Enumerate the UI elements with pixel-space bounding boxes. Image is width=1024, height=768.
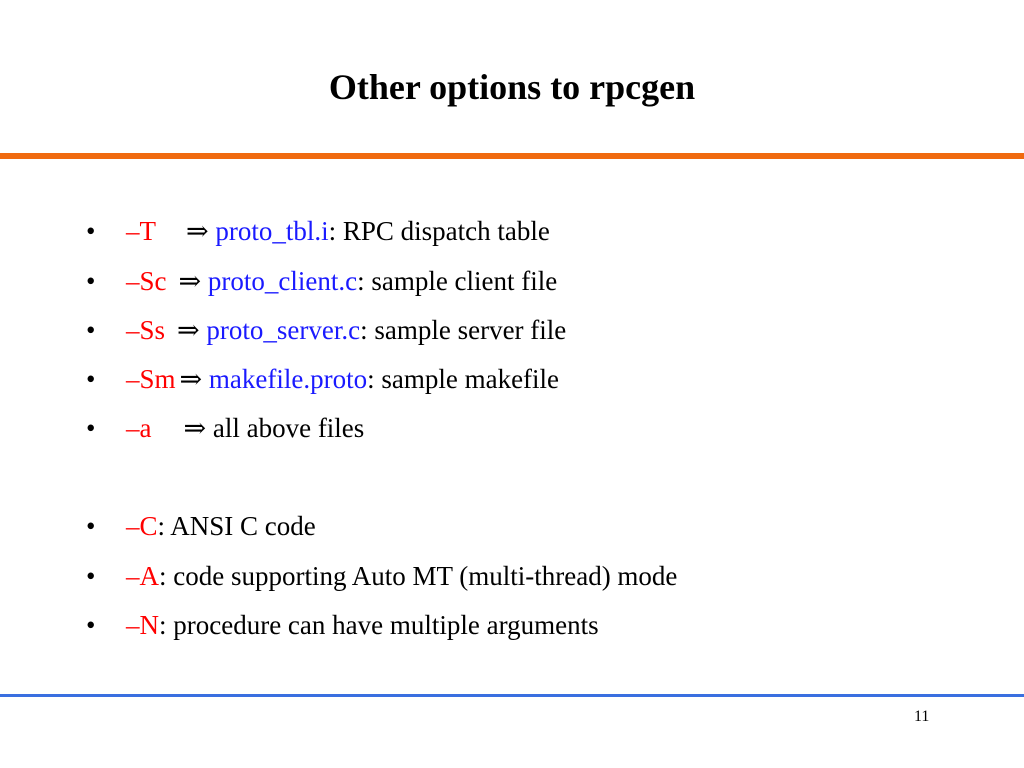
bullet-icon: • <box>86 266 96 296</box>
option-flag: –a <box>126 413 152 443</box>
arrow-icon: ⇒ <box>177 315 200 345</box>
option-description: : procedure can have multiple arguments <box>159 610 599 640</box>
top-divider <box>0 153 1024 159</box>
bullet-icon: • <box>86 216 96 246</box>
option-flag: –C <box>126 511 158 541</box>
arrow-icon: ⇒ <box>179 364 203 394</box>
arrow-icon: ⇒ <box>178 266 202 296</box>
page-number: 11 <box>914 708 930 725</box>
bullet-icon: • <box>86 610 96 640</box>
arrow-icon: ⇒ <box>183 413 207 443</box>
option-flag: –N <box>126 610 159 640</box>
bottom-divider <box>0 694 1024 697</box>
output-filename: makefile.proto <box>208 364 368 394</box>
option-description: : code supporting Auto MT (multi-thread)… <box>159 561 678 591</box>
option-description: : sample server file <box>360 315 567 345</box>
option-description: : sample client file <box>357 266 558 296</box>
option-description: : RPC dispatch table <box>328 216 550 246</box>
option-flag: –T <box>126 216 156 246</box>
output-filename: proto_server.c <box>206 315 361 345</box>
option-description: all above files <box>206 413 365 443</box>
output-filename: proto_client.c <box>207 266 358 296</box>
option-description: : ANSI C code <box>157 511 316 541</box>
bullet-icon: • <box>86 413 96 443</box>
output-filename: proto_tbl.i <box>215 216 329 246</box>
option-flag: –Sm <box>126 364 176 394</box>
option-flag: –Sc <box>126 266 167 296</box>
bullet-icon: • <box>86 315 96 345</box>
option-description: : sample makefile <box>367 364 560 394</box>
option-flag: –Ss <box>126 315 166 345</box>
arrow-icon: ⇒ <box>186 216 209 246</box>
slide-title: Other options to rpcgen <box>328 67 696 107</box>
bullet-icon: • <box>86 511 96 541</box>
bullet-icon: • <box>86 561 96 591</box>
option-flag: –A <box>126 561 159 591</box>
bullet-icon: • <box>86 364 96 394</box>
